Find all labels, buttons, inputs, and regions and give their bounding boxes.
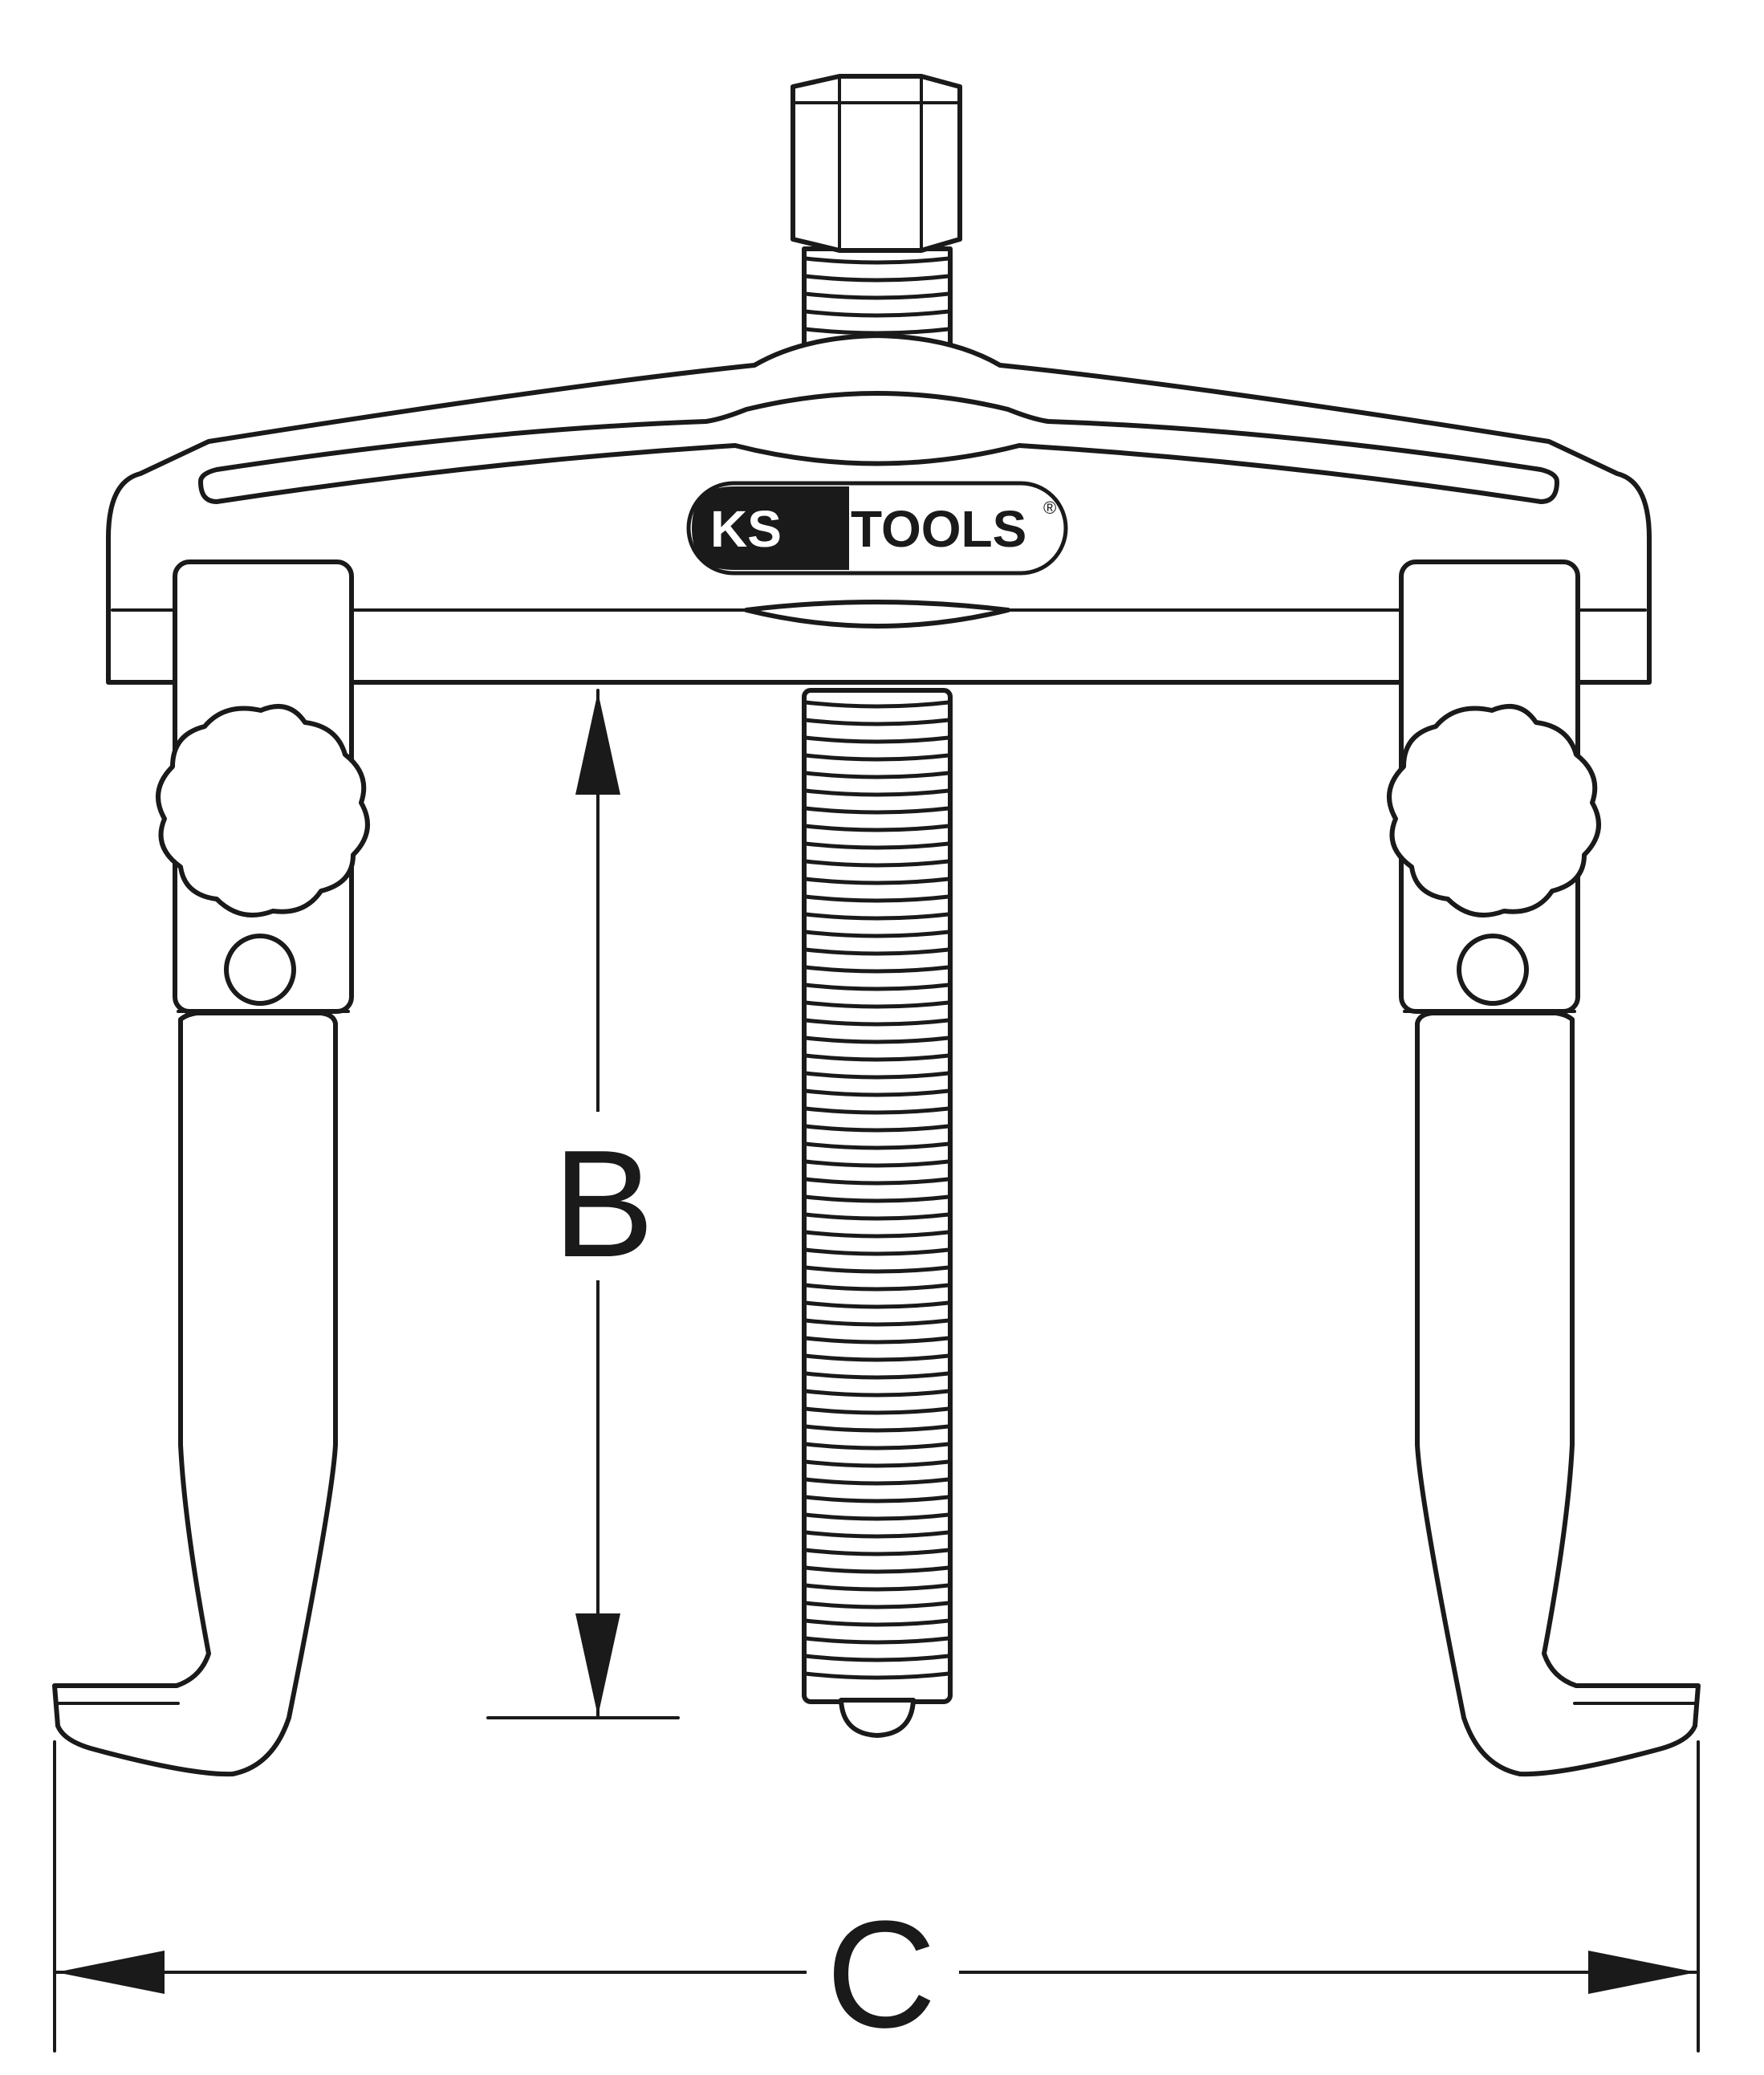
- spindle-thread-lines: [803, 700, 951, 1680]
- thread-line: [803, 291, 951, 300]
- thread-line: [803, 1565, 951, 1574]
- hex-nut: [791, 74, 962, 253]
- thread-line: [803, 1300, 951, 1309]
- thread-line: [803, 1124, 951, 1133]
- thread-line: [803, 1477, 951, 1486]
- spindle-lower: [802, 688, 953, 1738]
- thread-line: [803, 947, 951, 956]
- logo-brand-left: KS: [710, 500, 782, 558]
- thread-line: [803, 806, 951, 815]
- thread-line: [803, 1618, 951, 1627]
- thread-line: [803, 753, 951, 762]
- thread-line: [803, 1018, 951, 1027]
- thread-line: [803, 1247, 951, 1256]
- thread-line: [803, 1424, 951, 1433]
- thread-line: [803, 1088, 951, 1097]
- thread-line: [803, 1265, 951, 1274]
- dimension-b: B: [486, 689, 680, 1719]
- thread-line: [803, 1071, 951, 1080]
- thread-line: [803, 930, 951, 938]
- left-leg: [52, 559, 370, 1777]
- thread-line: [803, 1654, 951, 1662]
- thread-line: [803, 700, 951, 709]
- thread-line: [803, 771, 951, 779]
- thread-line: [803, 309, 951, 318]
- thread-line: [803, 1035, 951, 1044]
- thread-line: [803, 841, 951, 850]
- brand-logo: KS TOOLS ®: [686, 481, 1068, 576]
- spindle-tip: [839, 1698, 916, 1738]
- right-pivot-pin: [1457, 934, 1529, 1006]
- thread-line: [803, 1230, 951, 1239]
- thread-line: [803, 1106, 951, 1115]
- logo-registered-mark: ®: [1043, 498, 1056, 518]
- thread-line: [803, 1530, 951, 1539]
- thread-line: [803, 1371, 951, 1380]
- thread-line: [803, 965, 951, 974]
- dimension-c-label: C: [826, 1890, 936, 2060]
- thread-line: [803, 1159, 951, 1168]
- thread-line: [803, 1512, 951, 1521]
- thread-line: [803, 1389, 951, 1398]
- thread-line: [803, 894, 951, 903]
- thread-line: [803, 1053, 951, 1062]
- thread-line: [803, 1212, 951, 1221]
- thread-line: [803, 1495, 951, 1503]
- thread-line: [803, 1000, 951, 1009]
- dimension-c-arrow-right: [1588, 1951, 1697, 1994]
- dimension-b-label: B: [553, 1119, 655, 1289]
- thread-line: [803, 1194, 951, 1203]
- thread-line: [803, 1177, 951, 1186]
- thread-line: [803, 274, 951, 283]
- thread-line: [803, 983, 951, 991]
- thread-line: [803, 1583, 951, 1592]
- thread-line: [803, 824, 951, 832]
- right-clamp-knob: [1387, 704, 1601, 917]
- thread-line: [803, 1671, 951, 1680]
- thread-line: [803, 1636, 951, 1645]
- thread-line: [803, 735, 951, 744]
- thread-line: [803, 912, 951, 921]
- thread-line: [803, 1601, 951, 1609]
- right-leg: [1387, 559, 1701, 1777]
- left-clamp-knob: [156, 704, 370, 917]
- thread-line: [803, 1141, 951, 1150]
- thread-line: [803, 718, 951, 726]
- thread-line: [803, 256, 951, 265]
- dimension-b-arrow-bottom: [575, 1613, 620, 1716]
- thread-line: [803, 1406, 951, 1415]
- thread-line: [803, 1548, 951, 1556]
- thread-line: [803, 1283, 951, 1292]
- thread-line: [803, 877, 951, 885]
- dimension-c: C: [53, 1740, 1700, 2060]
- thread-line: [803, 1336, 951, 1345]
- thread-line: [803, 1318, 951, 1327]
- dimension-b-arrow-top: [575, 692, 620, 795]
- thread-line: [803, 1459, 951, 1468]
- thread-line: [803, 788, 951, 797]
- left-pivot-pin: [224, 934, 296, 1006]
- thread-line: [803, 1353, 951, 1362]
- dimension-c-arrow-left: [56, 1951, 165, 1994]
- logo-brand-right: TOOLS: [851, 500, 1026, 558]
- thread-line: [803, 1442, 951, 1450]
- thread-line: [803, 859, 951, 868]
